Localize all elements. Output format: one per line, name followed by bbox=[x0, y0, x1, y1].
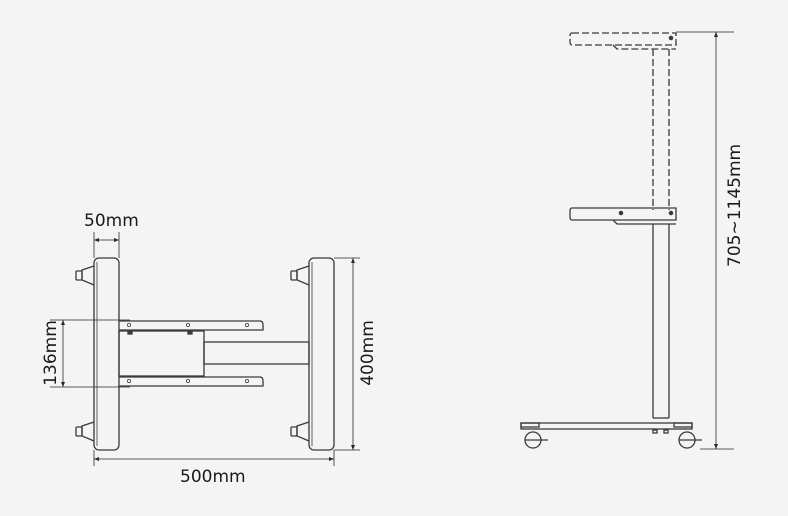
cross-beam bbox=[203, 341, 310, 365]
leg-width-label: 50mm bbox=[84, 211, 139, 231]
base bbox=[520, 422, 693, 430]
overall-width-label: 500mm bbox=[180, 467, 246, 487]
top-view bbox=[75, 257, 335, 451]
side-view bbox=[520, 32, 702, 449]
top-plate bbox=[119, 320, 264, 331]
top-view-dimensions bbox=[50, 232, 360, 466]
column-block bbox=[118, 330, 205, 377]
depth-label: 400mm bbox=[358, 320, 378, 386]
right-foot bbox=[308, 257, 335, 451]
caster-bottom-right bbox=[290, 421, 310, 442]
left-foot bbox=[93, 257, 120, 451]
caster-top-left bbox=[75, 265, 95, 286]
height-dimension bbox=[676, 31, 734, 450]
height-range-label: 705~1145mm bbox=[725, 143, 745, 267]
plate-width-label: 136mm bbox=[41, 320, 61, 386]
lowered-desktop bbox=[569, 207, 677, 221]
raised-desktop bbox=[569, 32, 677, 210]
bottom-plate bbox=[119, 376, 264, 387]
caster-top-right bbox=[290, 265, 310, 286]
dimension-arrows bbox=[61, 32, 718, 461]
caster-bottom-left bbox=[75, 421, 95, 442]
